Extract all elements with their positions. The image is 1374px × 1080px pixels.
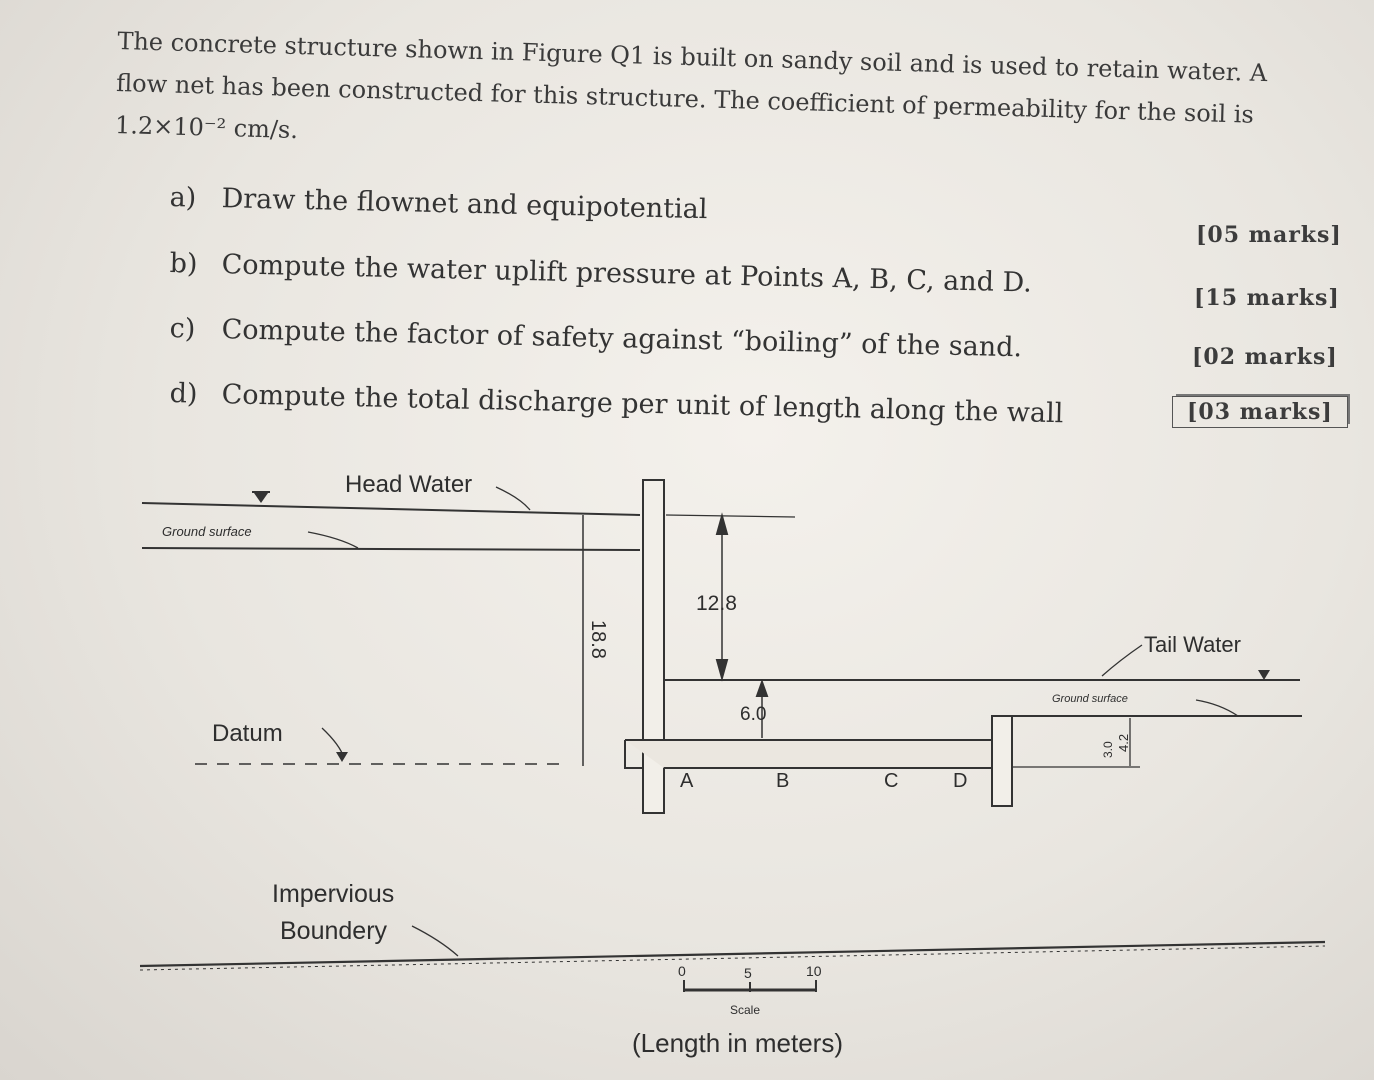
datum-marker-icon (336, 752, 348, 762)
label-tail-water: Tail Water (1144, 632, 1241, 657)
label-dim-3-0: 3.0 (1101, 741, 1115, 758)
label-dim-18-8: 18.8 (587, 620, 609, 659)
impervious-boundary-line (139, 940, 1326, 968)
downstream-cutoff (991, 715, 1013, 807)
label-point-a: A (680, 770, 694, 792)
label-head-water: Head Water (345, 471, 472, 498)
label-scale-5: 5 (744, 965, 752, 981)
label-point-c: C (884, 770, 898, 792)
label-point-d: D (953, 770, 967, 792)
label-impervious-1: Impervious (272, 880, 394, 908)
label-point-b: B (776, 770, 789, 792)
ground-surface-left-line (141, 547, 641, 551)
concrete-slab (625, 739, 1001, 769)
label-dim-12-8: 12.8 (696, 592, 737, 615)
label-scale-0: 0 (678, 963, 686, 979)
label-ground-surface-right: Ground surface (1052, 693, 1128, 705)
label-scale-10: 10 (806, 963, 822, 979)
marks-b: [15 marks] (1194, 285, 1340, 311)
label-dim-6-0: 6.0 (740, 704, 766, 725)
marks-c: [02 marks] (1192, 344, 1338, 370)
head-water-marker-icon (254, 493, 268, 503)
label-scale: Scale (730, 1003, 760, 1017)
marks-a: [05 marks] (1196, 222, 1342, 248)
tail-water-marker-icon (1258, 670, 1270, 680)
label-datum: Datum (212, 720, 283, 747)
marks-d: [03 marks] (1172, 396, 1348, 428)
label-dim-4-2: 4.2 (1116, 734, 1131, 752)
upstream-wall (642, 479, 665, 741)
label-impervious-2: Boundery (280, 917, 388, 945)
head-level-extension (665, 514, 796, 518)
head-water-line (141, 502, 641, 516)
label-units-note: (Length in meters) (632, 1028, 843, 1058)
label-ground-surface-left: Ground surface (162, 524, 252, 539)
